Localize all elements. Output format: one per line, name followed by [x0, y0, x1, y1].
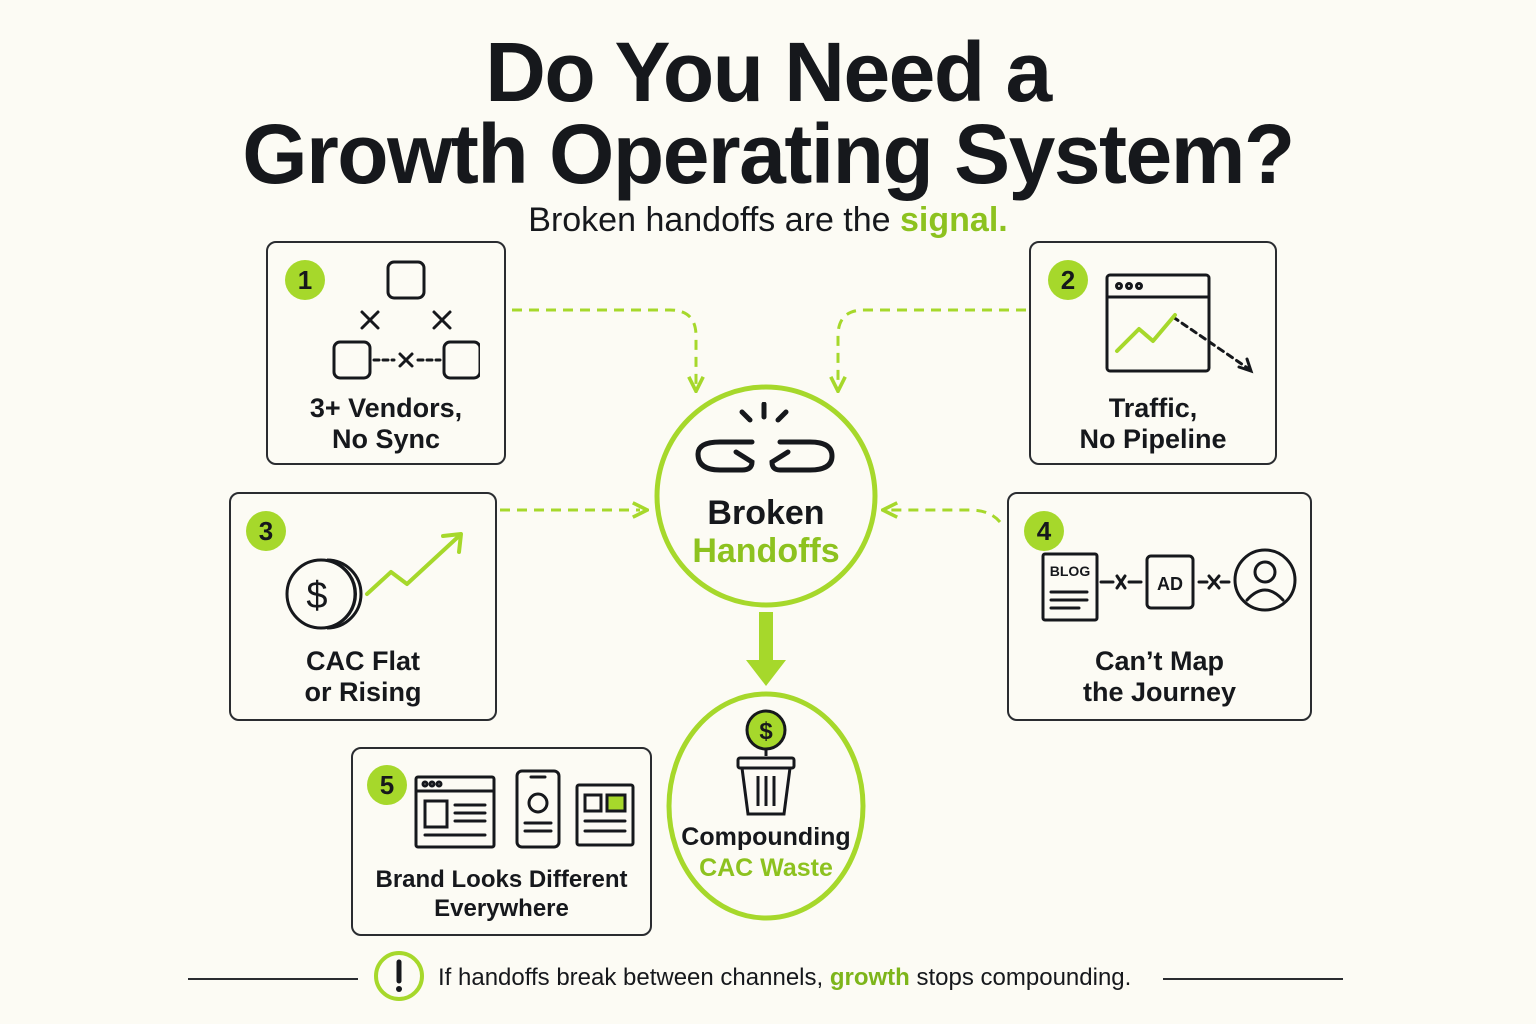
card-label-line-1: Can’t Map	[1094, 646, 1224, 676]
card-label: Can’t Map the Journey	[1009, 646, 1310, 708]
ad-label: AD	[1157, 574, 1183, 594]
card-label: Traffic, No Pipeline	[1031, 393, 1275, 455]
footer-suffix: stops compounding.	[916, 964, 1132, 991]
card-label: Brand Looks Different Everywhere	[353, 865, 650, 923]
hub-label-line-1: Broken	[707, 494, 825, 532]
outcome-label-line-1: Compounding	[681, 823, 851, 851]
coin-trend-up-icon: $	[277, 530, 469, 643]
blog-label: BLOG	[1050, 563, 1091, 579]
page-title-line-1: Do You Need a	[485, 25, 1052, 119]
connector-2-to-hub	[838, 308, 1026, 384]
outcome-label-line-2: CAC Waste	[699, 854, 833, 882]
alert-icon	[373, 950, 425, 1007]
subtitle-accent: signal.	[900, 201, 1008, 239]
trash-money-icon: $	[730, 708, 802, 825]
card-label-line-2: Everywhere	[434, 895, 569, 922]
card-number-badge: 1	[285, 260, 325, 300]
card-vendors-no-sync: 1 3+ Vendors, No Sync	[266, 241, 506, 465]
card-label-line-1: Brand Looks Different	[375, 866, 628, 893]
card-label: 3+ Vendors, No Sync	[268, 393, 504, 455]
footer-divider-right	[1163, 978, 1343, 980]
hub-label: Broken Handoffs	[660, 494, 872, 570]
card-number-badge: 2	[1048, 260, 1088, 300]
card-label-line-2: No Pipeline	[1079, 424, 1227, 454]
footer-accent: growth	[829, 964, 910, 991]
card-number-badge: 5	[367, 765, 407, 805]
card-map-journey: 4 BLOG AD Can’t Map t	[1007, 492, 1312, 721]
broken-link-icon	[694, 401, 838, 485]
subtitle: Broken handoffs are the signal.	[0, 200, 1536, 241]
svg-text:$: $	[306, 575, 327, 617]
disconnected-nodes-icon	[330, 259, 482, 386]
card-label-line-2: or Rising	[304, 677, 422, 707]
svg-text:$: $	[759, 718, 773, 745]
journey-icon: BLOG AD	[1039, 544, 1299, 629]
card-label-line-1: CAC Flat	[306, 646, 420, 676]
footer-prefix: If handoffs break between channels,	[438, 964, 824, 991]
outcome-label: Compounding CAC Waste	[676, 822, 856, 884]
card-label-line-2: the Journey	[1082, 677, 1237, 707]
page-title-line-2: Growth Operating System?	[242, 107, 1295, 201]
footer-message: If handoffs break between channels, grow…	[438, 962, 1131, 994]
card-label: CAC Flat or Rising	[231, 646, 495, 708]
subtitle-text: Broken handoffs are the	[528, 201, 891, 239]
card-traffic-no-pipeline: 2 Traffic, No Pipeline	[1029, 241, 1277, 465]
connector-1-to-hub	[512, 308, 696, 384]
card-brand-inconsistent: 5 B	[351, 747, 652, 936]
card-cac-flat-rising: 3 $ CAC Flat or Rising	[229, 492, 497, 721]
footer-divider-left	[188, 978, 358, 980]
card-label-line-2: No Sync	[331, 424, 441, 454]
connector-4-to-hub	[890, 510, 1002, 524]
card-number-badge: 3	[246, 511, 286, 551]
card-number-badge: 4	[1024, 511, 1064, 551]
browser-chart-icon	[1105, 273, 1261, 382]
devices-icon	[413, 767, 639, 856]
hub-to-outcome-arrow	[746, 612, 786, 686]
card-label-line-1: 3+ Vendors,	[309, 393, 463, 423]
hub-label-line-2: Handoffs	[692, 532, 840, 570]
card-label-line-1: Traffic,	[1108, 393, 1198, 423]
